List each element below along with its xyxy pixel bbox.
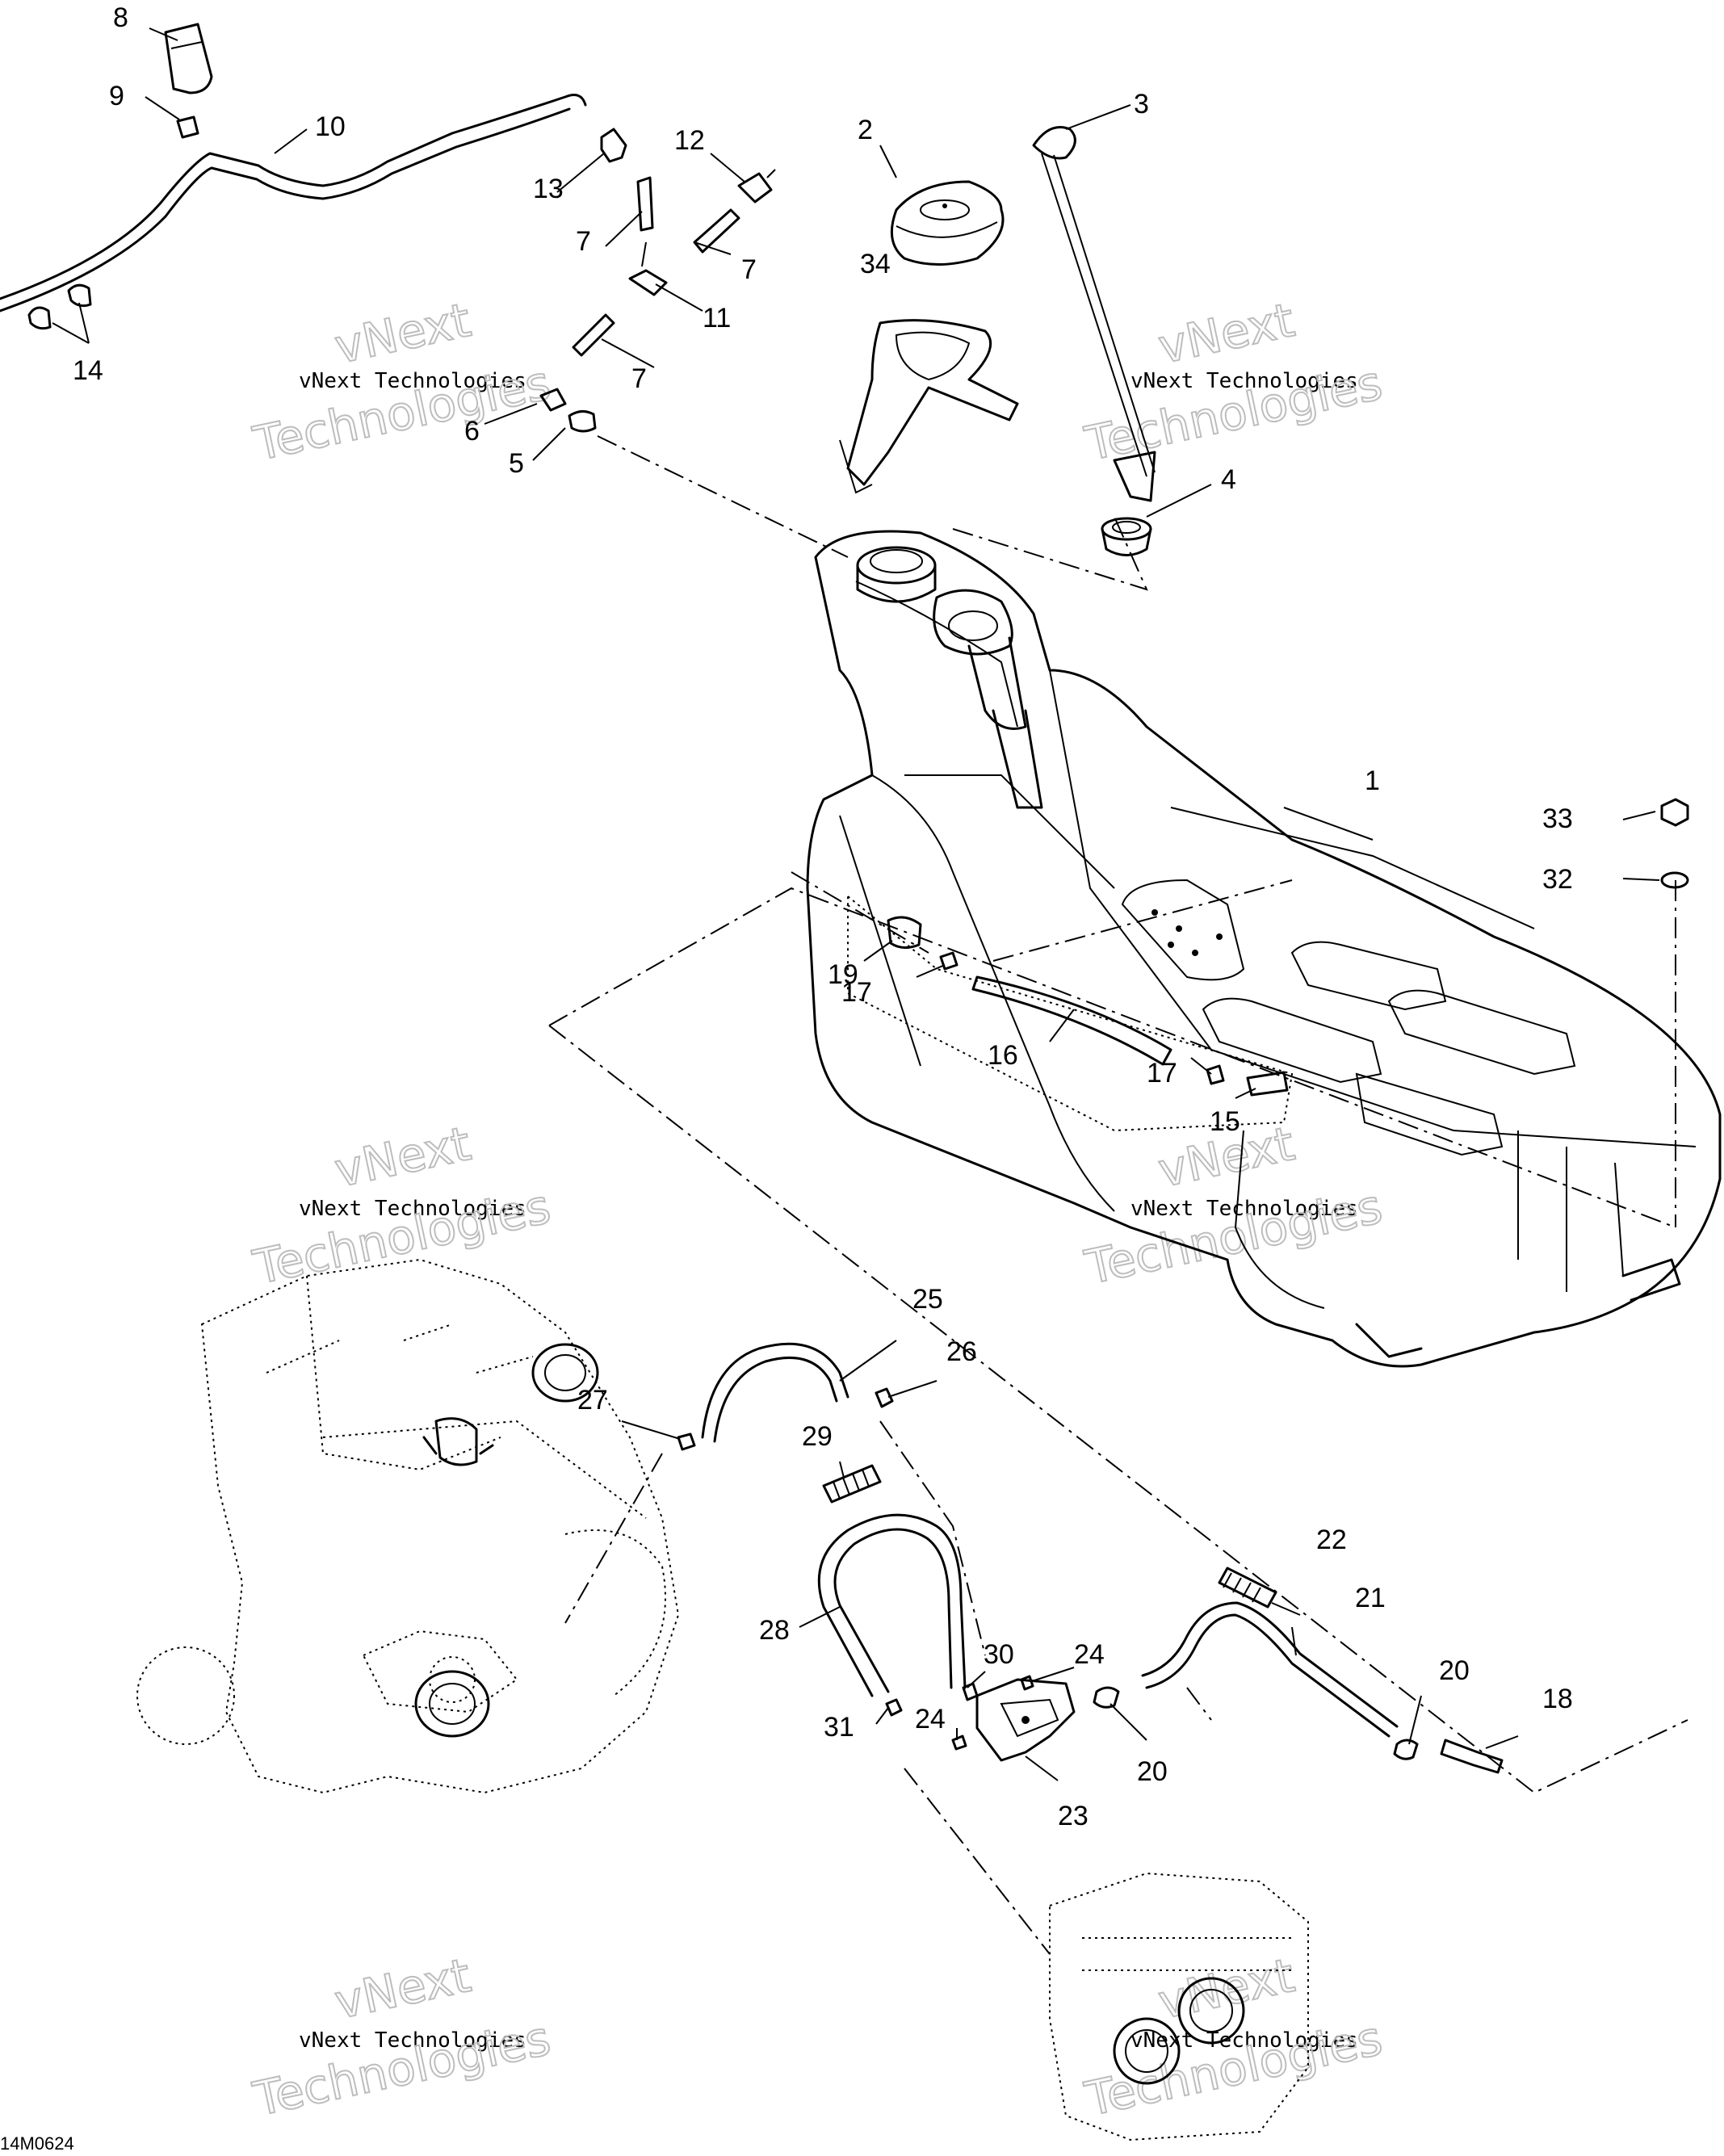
svg-text:vNext: vNext: [330, 292, 476, 375]
callout-15: 15: [1210, 1106, 1240, 1137]
callout-5: 5: [509, 448, 524, 479]
svg-text:vNext: vNext: [1154, 1948, 1299, 2030]
callout-13: 13: [533, 174, 564, 204]
callout-4: 4: [1221, 464, 1236, 495]
carburetor-outline: [1049, 1872, 1309, 2141]
callout-19: 19: [828, 959, 858, 990]
callout-7b: 7: [741, 254, 757, 285]
fuel-line-parts: [677, 1342, 1504, 1774]
svg-text:vNext Technologies: vNext Technologies: [299, 1197, 526, 1221]
watermark-top-left: vNext vNext Technologies Technologies: [248, 292, 556, 472]
dipstick: [1032, 126, 1156, 502]
callout-33: 33: [1542, 803, 1573, 834]
vent-line-assembly: [0, 23, 776, 433]
callout-28: 28: [759, 1615, 790, 1646]
callout-25: 25: [912, 1284, 943, 1315]
svg-text:vNext Technologies: vNext Technologies: [1130, 369, 1358, 393]
cap-strap: [839, 319, 1019, 494]
callout-20b: 20: [1137, 1756, 1168, 1787]
callout-31: 31: [824, 1712, 854, 1743]
callout-34: 34: [860, 249, 891, 279]
callout-23: 23: [1058, 1801, 1089, 1831]
leader-lines: [52, 27, 1660, 1781]
callout-labels: 1 2 3 4 5 6 7 7 7 8 9 10 11 12 13 14 15 …: [73, 2, 1573, 1831]
callout-1: 1: [1365, 766, 1380, 796]
svg-text:vNext: vNext: [330, 1116, 476, 1198]
callout-2: 2: [858, 115, 873, 145]
callout-20a: 20: [1439, 1655, 1470, 1686]
callout-32: 32: [1542, 864, 1573, 895]
nut-and-washer: [1660, 798, 1689, 889]
callout-6: 6: [464, 416, 480, 447]
callout-3: 3: [1134, 89, 1149, 120]
svg-text:vNext: vNext: [330, 1948, 476, 2030]
callout-24b: 24: [915, 1704, 946, 1734]
callout-12: 12: [674, 125, 705, 156]
svg-text:vNext Technologies: vNext Technologies: [1130, 2028, 1358, 2053]
callout-22: 22: [1316, 1525, 1347, 1555]
callout-14: 14: [73, 355, 103, 386]
watermark-mid-right: vNext vNext Technologies Technologies: [1080, 1115, 1388, 1296]
callout-9: 9: [109, 81, 124, 111]
callout-29: 29: [802, 1421, 833, 1452]
svg-text:vNext Technologies: vNext Technologies: [1130, 1197, 1358, 1221]
figure-code: 14M0624: [0, 2133, 74, 2154]
callout-8: 8: [113, 2, 128, 33]
callout-16: 16: [988, 1040, 1018, 1071]
callout-11: 11: [703, 303, 731, 333]
callout-21: 21: [1355, 1583, 1386, 1613]
watermark-bottom-right: vNext vNext Technologies Technologies: [1080, 1947, 1388, 2128]
grommet: [1101, 517, 1152, 556]
svg-text:vNext: vNext: [1154, 292, 1299, 375]
callout-26: 26: [946, 1336, 977, 1367]
callout-30: 30: [984, 1639, 1014, 1670]
callout-7a: 7: [576, 226, 591, 257]
callout-17a: 17: [841, 977, 872, 1008]
callout-27: 27: [577, 1385, 608, 1416]
callout-24a: 24: [1074, 1639, 1105, 1670]
watermark-mid-left: vNext vNext Technologies Technologies: [248, 1115, 556, 1296]
callout-18: 18: [1542, 1684, 1573, 1714]
svg-text:vNext Technologies: vNext Technologies: [299, 2028, 526, 2053]
watermark-bottom-left: vNext vNext Technologies Technologies: [248, 1947, 556, 2128]
assembly-dash-lines: [548, 435, 1688, 1955]
callout-10: 10: [315, 111, 346, 142]
svg-text:vNext Technologies: vNext Technologies: [299, 369, 526, 393]
callout-7c: 7: [631, 363, 647, 394]
callout-17b: 17: [1147, 1058, 1177, 1088]
fuel-cap: [890, 180, 1005, 266]
engine-outline: [136, 1258, 680, 1794]
